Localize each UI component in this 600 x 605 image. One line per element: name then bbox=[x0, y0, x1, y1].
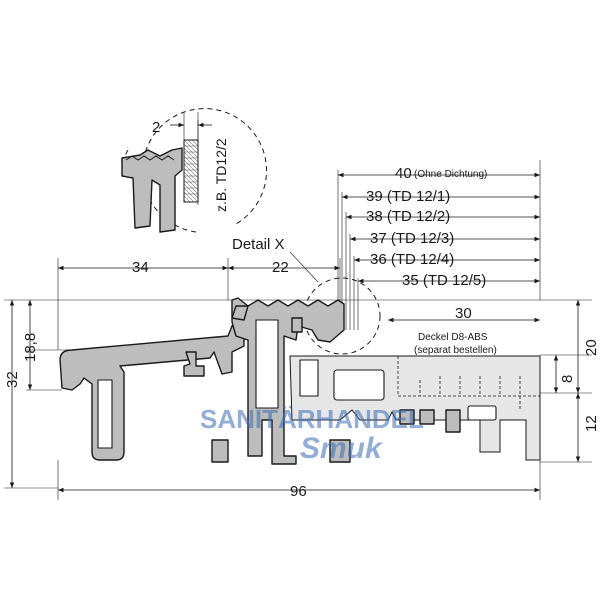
dim-32: 32 bbox=[4, 371, 21, 388]
top-dimensions: 34 22 bbox=[57, 258, 341, 350]
watermark: SANITÄRHANDEL Smuk bbox=[200, 404, 424, 465]
watermark-line-1: SANITÄRHANDEL bbox=[200, 404, 424, 434]
dim-96: 96 bbox=[290, 483, 307, 500]
dim-38: 38 (TD 12/2) bbox=[366, 208, 450, 225]
cover-label-2: (separat bestellen) bbox=[414, 345, 497, 356]
bottom-dimension: 96 bbox=[57, 460, 541, 500]
dim-20: 20 bbox=[583, 339, 600, 356]
dim-30: 30 bbox=[455, 305, 472, 322]
dim-37: 37 (TD 12/3) bbox=[370, 230, 454, 247]
dim-40: 40 bbox=[395, 165, 412, 182]
dim-22: 22 bbox=[272, 259, 289, 276]
dim-12: 12 bbox=[583, 415, 600, 432]
detail-x-label: Detail X bbox=[232, 236, 285, 253]
cover-label-1: Deckel D8-ABS bbox=[418, 332, 488, 343]
dim-detail-2: 2 bbox=[152, 119, 160, 136]
detail-x-view: 2 z.B. TD12/2 bbox=[119, 108, 268, 233]
seal-strip bbox=[183, 139, 199, 203]
dim-8: 8 bbox=[559, 375, 576, 383]
profile-section bbox=[59, 297, 541, 465]
dim-35: 35 (TD 12/5) bbox=[402, 272, 486, 289]
dim-34: 34 bbox=[132, 259, 149, 276]
dim-39: 39 (TD 12/1) bbox=[366, 188, 450, 205]
dim-18-8: 18,8 bbox=[22, 333, 39, 362]
detail-td-label: z.B. TD12/2 bbox=[213, 138, 229, 212]
seal-dimensions: 40 (Ohne Dichtung) 39 (TD 12/1) 38 (TD 1… bbox=[338, 165, 540, 289]
dim-40-note: (Ohne Dichtung) bbox=[414, 169, 487, 180]
left-dimensions: 32 18,8 bbox=[4, 300, 39, 488]
right-dimensions: 20 8 12 bbox=[553, 300, 600, 462]
watermark-line-2: Smuk bbox=[300, 432, 383, 465]
detail-circle bbox=[142, 108, 268, 233]
dim-36: 36 (TD 12/4) bbox=[370, 251, 454, 268]
